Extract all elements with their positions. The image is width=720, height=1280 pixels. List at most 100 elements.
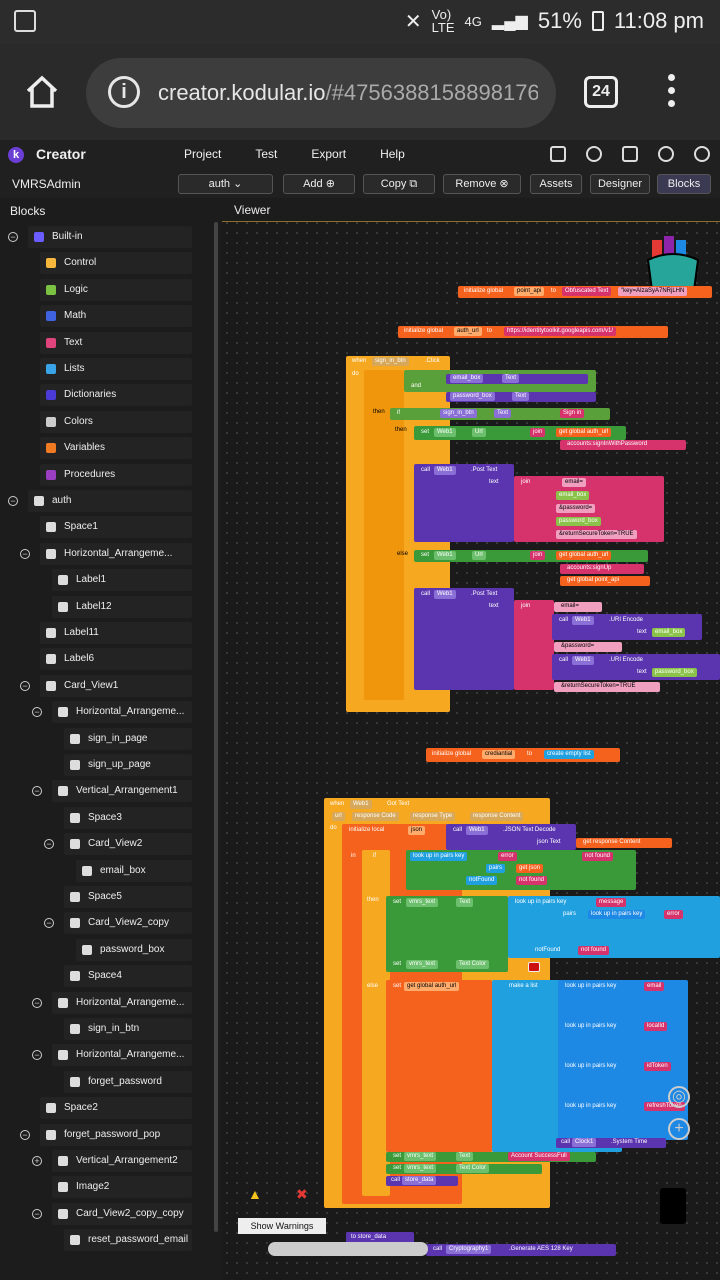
set-success-color[interactable]: set vmrs_text Text Color [386,1164,542,1174]
panel-scrollbar[interactable] [214,222,218,1232]
compare-error-block[interactable]: look up in pairs key error pairs get jso… [406,850,636,890]
tree-item[interactable]: Text [0,331,212,354]
tree-item[interactable]: Label11 [0,622,212,644]
expand-toggle-icon[interactable]: − [44,839,54,850]
init-global-crediantial-block[interactable]: initialize global crediantial to create … [426,748,620,762]
join-signup-body-block[interactable]: join [514,600,554,690]
set-web-url-block[interactable]: set Web1 Url join get global auth_url [414,426,626,440]
palette-icon[interactable] [586,146,602,162]
email-eq-text[interactable]: email= [554,602,602,612]
assets-button[interactable]: Assets [530,174,582,194]
expand-toggle-icon[interactable]: − [32,997,42,1008]
tree-item[interactable]: −Vertical_Arrangement1 [0,780,212,803]
email-compare-block[interactable]: email_box Text [446,374,588,384]
post-text-signup-block[interactable]: call Web1 .Post Text text [414,588,514,690]
tree-item[interactable]: −forget_password_pop [0,1123,212,1146]
init-global-auth-url-block[interactable]: initialize global auth_url to https://id… [398,326,668,338]
account-icon[interactable] [694,146,710,162]
copy-screen-button[interactable]: Copy ⧉ [363,174,435,194]
expand-toggle-icon[interactable]: − [32,786,42,797]
tree-item[interactable]: −Horizontal_Arrangeme... [0,701,212,724]
set-success-text[interactable]: set vmrs_text Text Account SuccessFull [386,1152,596,1162]
tree-item[interactable]: Label1 [0,569,212,592]
remove-screen-button[interactable]: Remove ⊗ [443,174,521,194]
address-bar[interactable]: i creator.kodular.io/#4756388158898176 [86,58,556,128]
tree-item[interactable]: Space2 [0,1097,212,1120]
tree-item[interactable]: Procedures [0,463,212,486]
expand-toggle-icon[interactable]: − [32,707,42,718]
tree-item[interactable]: −Card_View1 [0,674,212,697]
procedure-store-data[interactable]: to store_data [346,1232,414,1244]
tree-item[interactable]: Label6 [0,648,212,671]
tree-item[interactable]: sign_in_page [0,727,212,750]
tab-switcher-button[interactable]: 24 [584,76,618,108]
tree-item[interactable]: Math [0,305,212,328]
tree-item[interactable]: +Vertical_Arrangement2 [0,1150,212,1172]
red-color-swatch[interactable] [528,962,540,972]
designer-button[interactable]: Designer [590,174,650,194]
menu-export[interactable]: Export [311,147,347,161]
password-eq-text[interactable]: &password= [554,642,622,652]
gallery-icon[interactable] [622,146,638,162]
tree-item[interactable]: Space5 [0,886,212,908]
tree-item[interactable]: Dictionaries [0,384,212,407]
lookup-message-block[interactable]: look up in pairs key message pairs look … [508,896,720,958]
expand-toggle-icon[interactable]: − [32,1050,42,1061]
tree-item[interactable]: Space4 [0,965,212,988]
uri-encode-email-block[interactable]: call Web1 .URI Encode text email_box [552,614,702,640]
expand-toggle-icon[interactable]: + [32,1156,42,1166]
password-compare-block[interactable]: password_box Text [446,392,596,402]
menu-test[interactable]: Test [255,147,278,161]
if-block[interactable] [364,370,404,700]
blocks-button[interactable]: Blocks [657,174,711,194]
lookup-list-items[interactable]: look up in pairs key email look up in pa… [558,980,688,1140]
zoom-reset-icon[interactable]: ◎ [668,1086,690,1108]
set-crediantial-block[interactable]: set get global auth_url [386,980,492,1152]
info-icon[interactable]: i [108,76,140,108]
menu-help[interactable]: Help [380,147,405,161]
if-sign-in-block[interactable]: if sign_in_btn Text Sign in [390,408,610,420]
signin-url-text[interactable]: accounts:signInWithPassword [560,440,686,450]
tree-item[interactable]: Lists [0,358,212,380]
add-screen-button[interactable]: Add ⊕ [283,174,355,194]
expand-toggle-icon[interactable]: − [8,496,18,506]
expand-toggle-icon[interactable]: − [32,1208,42,1219]
expand-toggle-icon[interactable]: − [8,232,18,242]
viewer-horizontal-scrollbar[interactable] [268,1242,428,1256]
blocks-viewer[interactable]: Viewer initialize global point_api to Ob… [222,198,720,1280]
tree-item[interactable]: forget_password [0,1070,212,1093]
tree-item[interactable]: −Built-in [0,226,212,248]
tree-item[interactable]: email_box [0,859,212,882]
trash-icon[interactable] [660,1188,686,1224]
tree-item[interactable]: −Card_View2 [0,833,212,856]
if-error-block[interactable]: if then else [362,850,390,1196]
tree-item[interactable]: −Card_View2_copy_copy [0,1202,212,1225]
set-web-url-signup-block[interactable]: set Web1 Url join get global auth_url [414,550,648,562]
tree-item[interactable]: −Card_View2_copy [0,912,212,935]
zoom-in-icon[interactable]: + [668,1118,690,1140]
tree-item[interactable]: −Horizontal_Arrangeme... [0,991,212,1014]
signup-url-text[interactable]: accounts:signUp [560,564,644,574]
get-point-api-block[interactable]: get global point_api [560,576,650,586]
tree-item[interactable]: Variables [0,437,212,460]
clock-system-time[interactable]: call Clock1 .System Time [556,1138,666,1148]
call-store-data[interactable]: call store_data [386,1176,458,1186]
join-signin-body-block[interactable]: join email= email_box &password= passwor… [514,476,664,542]
tree-item[interactable]: password_box [0,938,212,961]
expand-toggle-icon[interactable]: − [44,918,54,929]
tree-item[interactable]: Logic [0,278,212,301]
post-text-call-block[interactable]: call Web1 .Post Text text [414,464,514,542]
folder-icon[interactable] [550,146,566,162]
tree-item[interactable]: −Horizontal_Arrangeme... [0,1044,212,1067]
expand-toggle-icon[interactable]: − [20,548,30,559]
dollar-icon[interactable] [658,146,674,162]
tree-item[interactable]: Control [0,252,212,275]
tree-item[interactable]: −Horizontal_Arrangeme... [0,542,212,565]
tree-item[interactable]: Space3 [0,806,212,829]
menu-project[interactable]: Project [184,147,222,161]
tree-item[interactable]: sign_up_page [0,754,212,776]
tree-item[interactable]: reset_password_email [0,1229,212,1252]
home-icon[interactable] [24,74,60,110]
more-options-icon[interactable] [664,74,678,114]
expand-toggle-icon[interactable]: − [20,680,30,691]
